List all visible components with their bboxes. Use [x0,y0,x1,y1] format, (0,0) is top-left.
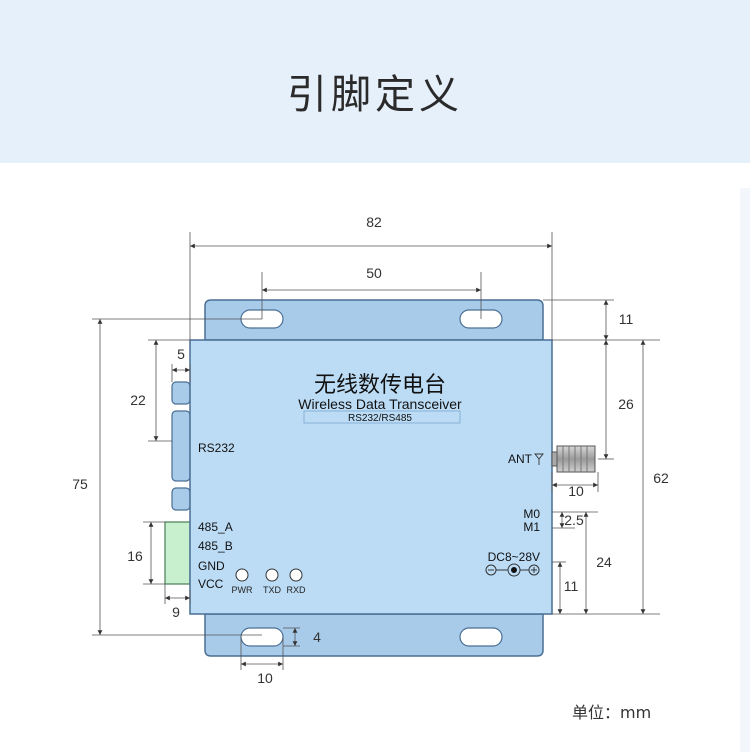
led-pwr-label: PWR [232,585,253,595]
dim-body-height: 62 [653,470,669,486]
interface-frame [303,410,461,424]
dim-ant-height: 26 [618,396,634,412]
dim-dc-bottom: 11 [564,578,579,594]
antenna-icon [534,453,544,465]
dim-hole-spacing: 50 [366,265,382,281]
device-name-en: Wireless Data Transceiver [298,396,462,412]
mount-slot [240,627,284,647]
dim-width-total: 82 [366,214,382,230]
port-ant: ANT [508,452,533,466]
dim-height-total: 75 [72,476,88,492]
led-indicators: PWR TXD RXD [232,568,306,595]
dim-dc-height: 24 [596,554,612,570]
device-body [189,339,553,615]
port-gnd: GND [198,559,225,573]
port-m0: M0 [523,507,540,521]
dim-slot-height: 4 [313,629,321,645]
side-strip [740,188,750,752]
unit-label: 单位：mm [572,703,652,722]
dim-top-tab: 11 [619,311,634,327]
dim-db9-width: 5 [177,346,185,362]
dim-m-spacing: 2.5 [564,512,584,528]
dim-ant-length: 10 [568,483,584,499]
header-banner [0,0,750,163]
dim-db9-height: 22 [130,392,146,408]
page-title: 引脚定义 [287,72,463,118]
terminal-block [164,521,191,585]
led-pwr [235,568,249,582]
led-txd [265,568,279,582]
led-rxd [289,568,303,582]
port-rs232: RS232 [198,441,235,455]
port-dc: DC8~28V [488,550,540,564]
dim-term-width: 9 [172,604,180,620]
device-name-cn: 无线数传电台 [314,373,446,398]
dim-term-height: 16 [127,548,143,564]
interface-label: RS232/RS485 [348,413,412,424]
port-485b: 485_B [198,539,233,553]
port-vcc: VCC [198,577,224,591]
led-rxd-label: RXD [286,585,306,595]
db9-connector [171,381,191,511]
dimension-lines [92,232,660,670]
dc-polarity-symbol [485,563,540,577]
mounting-plate [204,299,544,657]
led-txd-label: TXD [263,585,282,595]
port-m1: M1 [523,520,540,534]
antenna-connector [551,445,596,473]
port-485a: 485_A [198,520,233,534]
dim-slot-width: 10 [257,670,273,686]
mount-slot [459,627,503,647]
